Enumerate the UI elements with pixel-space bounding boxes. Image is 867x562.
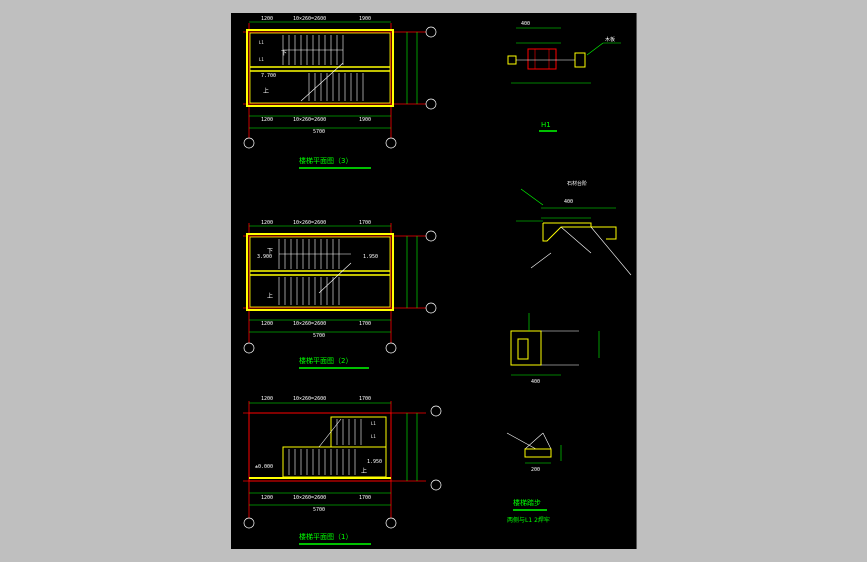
plan1-dim-top-3: 1700 xyxy=(359,396,371,402)
h1-dim-top: 400 xyxy=(521,21,530,27)
plan2-elev-b: 1.950 xyxy=(363,254,378,260)
plan1-dim-bottom-1: 1200 xyxy=(261,495,273,501)
detail-tread: 200 楼梯踏步 两侧与L1 2焊牢 xyxy=(506,432,562,524)
plan2-dim-top-1: 1200 xyxy=(261,220,273,226)
plan3-dim-top-2: 10×260=2600 xyxy=(293,16,326,22)
plan2-dim-bottom-1: 1200 xyxy=(261,321,273,327)
plan1-dim-top-1: 1200 xyxy=(261,396,273,402)
plan2-dim-bottom-3: 1700 xyxy=(359,321,371,327)
plan2-dim-total: 5700 xyxy=(313,333,325,339)
plan-2: 1200 10×260=2600 1700 1200 10×260=2600 1… xyxy=(243,220,437,369)
plan3-elev: 7.700 xyxy=(261,73,276,79)
detail-subtitle: 两侧与L1 2焊牢 xyxy=(507,516,550,524)
detail-h1: 400 木板 H1 xyxy=(507,21,621,132)
detail-title: 楼梯踏步 xyxy=(513,498,541,507)
drawing-sheet: 1200 10×260=2600 1900 1200 10×260=2600 1… xyxy=(231,13,637,549)
plan-1: 1200 10×260=2600 1700 1200 10×260=2600 1… xyxy=(243,396,442,545)
plan3-dim-total: 5700 xyxy=(313,129,325,135)
plan-3: 1200 10×260=2600 1900 1200 10×260=2600 1… xyxy=(243,16,437,169)
plan1-dim-bottom-2: 10×260=2600 xyxy=(293,495,326,501)
detail4-dim: 200 xyxy=(531,467,540,473)
plan3-l1-a: L1 xyxy=(259,40,264,45)
plan3-title: 楼梯平面图（3） xyxy=(299,156,352,165)
plan3-dim-bottom-3: 1900 xyxy=(359,117,371,123)
plan3-up-label: 上 xyxy=(263,87,269,95)
detail3-dim: 400 xyxy=(531,379,540,385)
cad-drawing: 1200 10×260=2600 1900 1200 10×260=2600 1… xyxy=(243,16,632,545)
plan2-dim-top-2: 10×260=2600 xyxy=(293,220,326,226)
plan2-down-label: 下 xyxy=(267,248,273,255)
plan3-dim-top-1: 1200 xyxy=(261,16,273,22)
plan3-dim-bottom-1: 1200 xyxy=(261,117,273,123)
plan2-dim-bottom-2: 10×260=2600 xyxy=(293,321,326,327)
h1-note: 木板 xyxy=(605,36,615,43)
detail2-note: 石材台阶 xyxy=(567,180,587,187)
plan3-dim-top-3: 1900 xyxy=(359,16,371,22)
plan2-dim-top-3: 1700 xyxy=(359,220,371,226)
plan3-down-label: 下 xyxy=(281,50,287,57)
plan1-up-label: 上 xyxy=(361,467,367,475)
detail2-dim: 400 xyxy=(564,199,573,205)
plan1-l1-a: L1 xyxy=(371,421,376,426)
plan1-elev-a: ±0.000 xyxy=(255,464,273,470)
plan3-dim-bottom-2: 10×260=2600 xyxy=(293,117,326,123)
plan1-dim-total: 5700 xyxy=(313,507,325,513)
detail-slope: 石材台阶 400 xyxy=(516,180,632,276)
h1-label: H1 xyxy=(541,121,551,129)
plan1-elev-b: 1.950 xyxy=(367,459,382,465)
detail-section: 400 xyxy=(510,313,600,385)
plan1-dim-bottom-3: 1700 xyxy=(359,495,371,501)
plan3-l1-b: L1 xyxy=(259,57,264,62)
plan1-title: 楼梯平面图（1） xyxy=(299,532,352,541)
plan2-up-label: 上 xyxy=(267,292,273,300)
plan1-dim-top-2: 10×260=2600 xyxy=(293,396,326,402)
plan2-elev-a: 3.900 xyxy=(257,254,272,260)
plan2-title: 楼梯平面图（2） xyxy=(299,356,352,365)
plan1-l1-b: L1 xyxy=(371,434,376,439)
